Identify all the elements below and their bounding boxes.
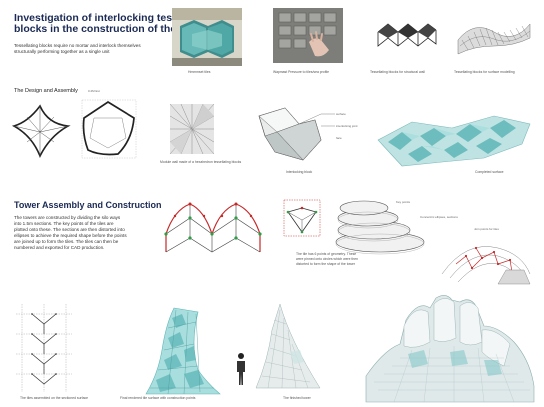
label-joint: interlocking joint [336,124,358,128]
caption-bottom-left: The tiles assembled on the sectioned sur… [20,396,89,400]
tower-heading: Tower Assembly and Construction [14,200,162,210]
render-zigzag-blocks [377,23,437,47]
caption-render1: Tessellating blocks for structural wall [370,70,425,74]
tower-note-1: The tile has 6 points of geometry. These [296,252,357,256]
diagram-block-triangle [11,104,71,158]
caption-module-wall: Module wall made of a hexahedron tessell… [160,160,242,164]
caption-photo1: Hmmmset tiles [188,70,211,74]
label-face: face [336,136,342,140]
intro-text-line1: Tessellating blocks require no mortar an… [14,43,141,48]
tower-body-3: plotted onto these. The sections are the… [14,227,125,232]
photo-relief-grey [273,8,343,63]
diagram-module-wall [169,103,215,155]
design-heading: The Design and Assembly [14,88,78,94]
tower-body-4: ellipses to achieve the required shape b… [14,233,127,238]
diagram-ellipse-sections [335,200,425,255]
label-joined-points: Join points for tiles [474,227,499,231]
diagram-key-point-detail [283,199,321,237]
diagram-tower-wireframe [441,246,531,285]
label-key-points: Key points [396,200,411,204]
caption-interlocking-block: Interlocking block [286,170,313,174]
caption-photo2: Wapmast Pressure to tiles/sea profile [273,70,330,74]
intro-text-line2: structurally performing together as a si… [14,49,110,54]
caption-bottom-tower: Final rendered tile surface with constru… [120,396,196,400]
caption-completed-surface: Completed surface [475,170,504,174]
render-teal-tower [145,307,221,395]
render-tower-cluster-aerial [365,295,535,403]
figure-person-scale [237,353,245,385]
dim-label: 0.2M Ext [88,89,100,93]
photo-blocks-teal [172,8,242,66]
tower-body-1: The towers are constructed by dividing t… [14,215,121,220]
diagram-section-ladder [16,304,72,392]
diagram-block-pentagon [81,99,137,159]
render-tower-face-grey [255,303,321,389]
tower-body-6: numbered and exported for CAD production… [14,245,105,250]
tower-note-2: were pinned onto circles which were then [296,257,359,261]
caption-finished-tower: The finished tower [283,396,311,400]
page-title-line1: Investigation of interlocking tessellati… [14,12,215,24]
label-ellipse-sections: Concentric ellipses, sections [420,215,458,219]
page-title-line2: blocks in the construction of the towers… [14,23,216,35]
render-wavy-mesh [457,23,531,55]
diagram-completed-surface [377,115,531,167]
tower-body-5: are joined up to form the tiles. The til… [14,239,119,244]
label-surface: surface [336,112,346,116]
tower-note-3: distorted to form the shape of the tower [296,262,355,266]
diagram-interlocking-block [258,107,335,161]
caption-render2: Tessellating blocks for surface modellin… [454,70,515,74]
diagram-key-points-arches [164,202,262,253]
tower-body-2: into 1.5m sections. The key points of th… [14,221,114,226]
